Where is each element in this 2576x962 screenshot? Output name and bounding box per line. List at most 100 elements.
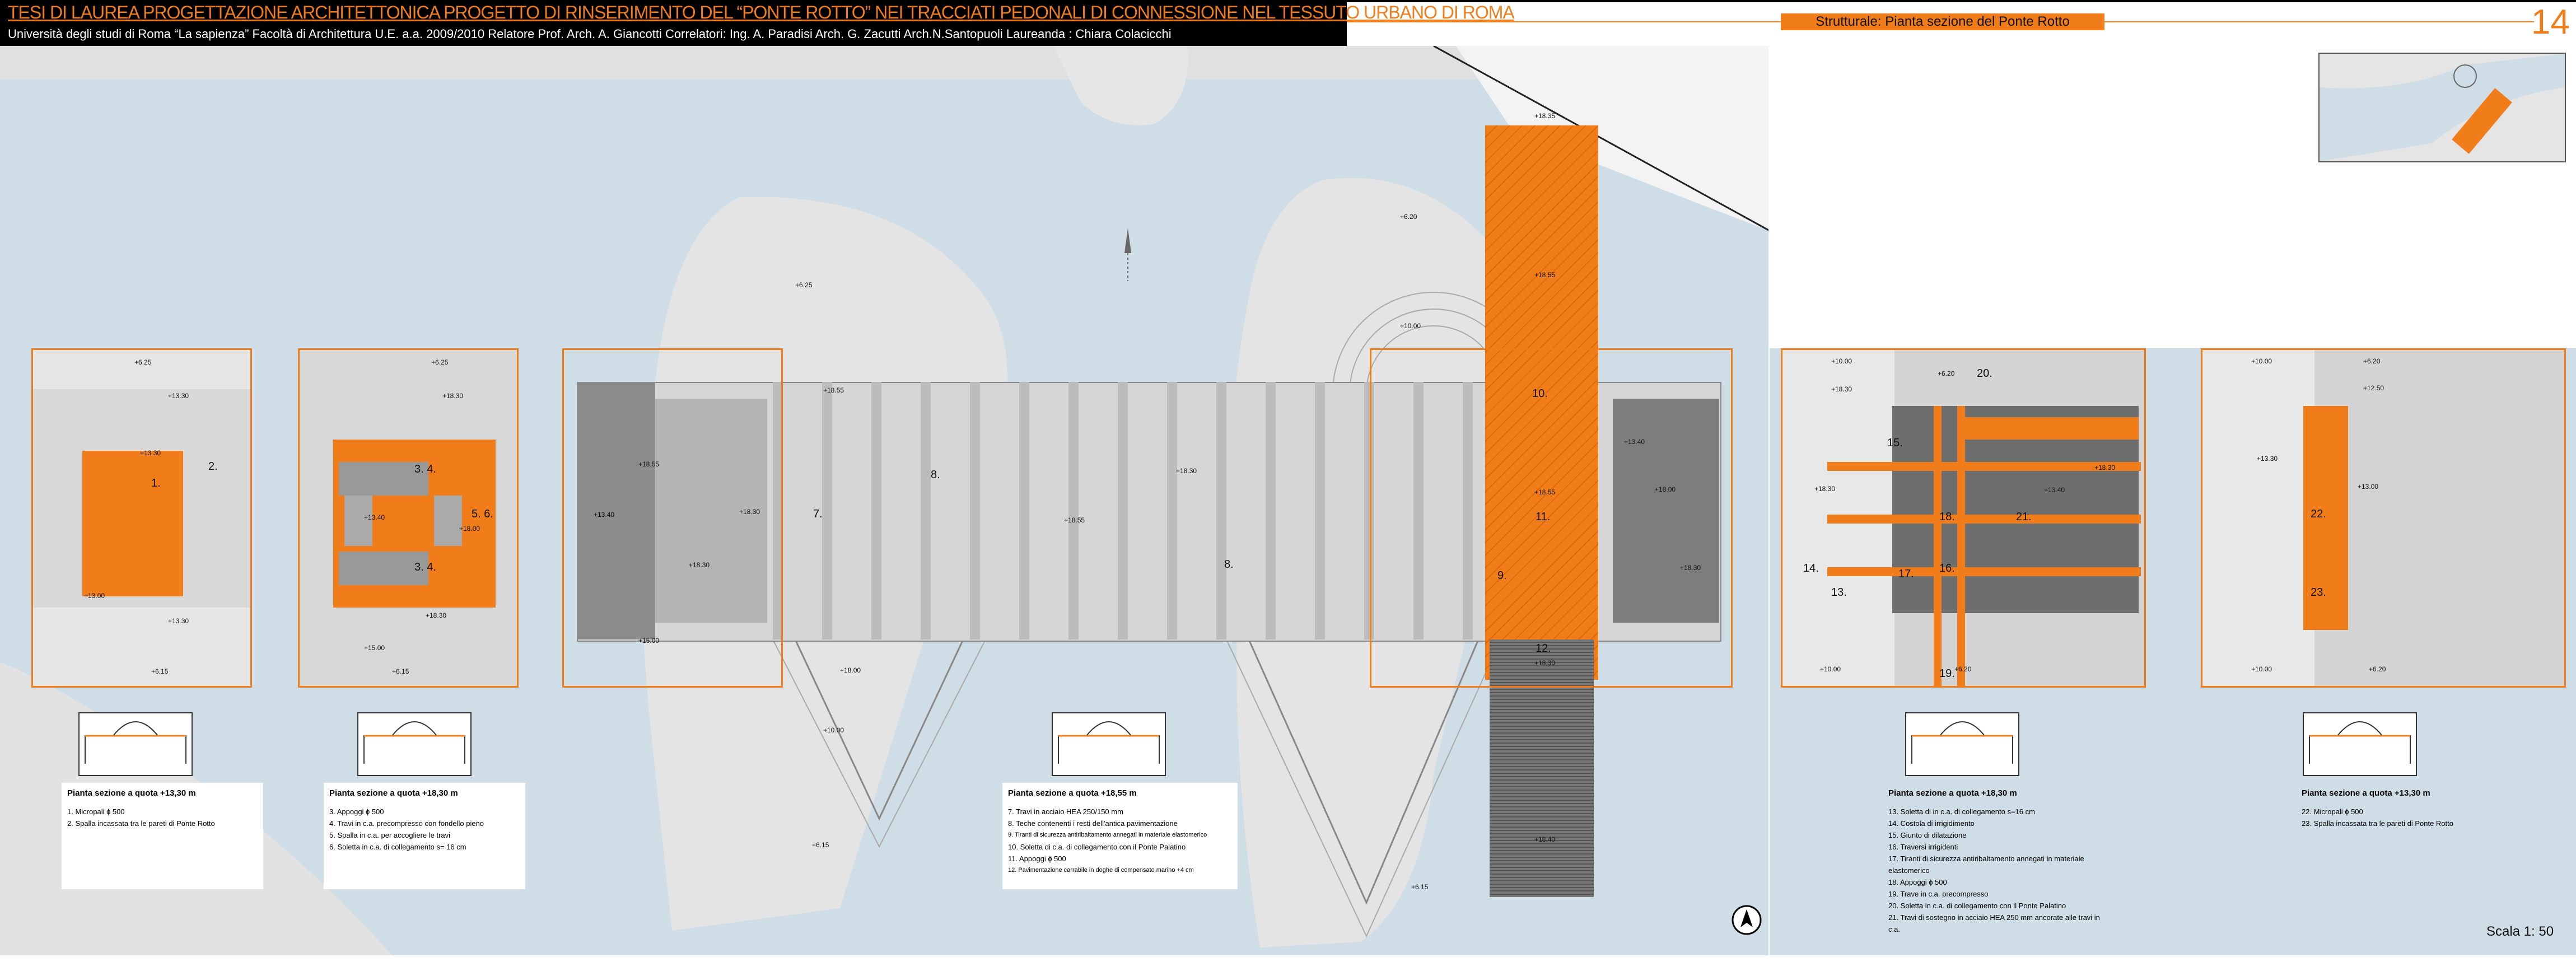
elev: +18.00 [459, 525, 480, 533]
label-8: 8. [931, 469, 940, 481]
elev: +13.30 [2257, 455, 2278, 463]
label-18: 18. [1939, 511, 1955, 523]
frame6-spalla [2303, 406, 2348, 630]
section-thumb-3 [1052, 712, 1166, 776]
deck-beam [822, 382, 832, 639]
frame1-bottom-wall [33, 608, 250, 686]
elev: +18.30 [426, 611, 447, 619]
ponte-palatino-slab [1485, 125, 1598, 680]
label-21: 21. [2016, 511, 2032, 523]
deck-beam [1413, 382, 1424, 639]
elev: +13.30 [168, 617, 189, 625]
legend-item: 10. Soletta di c.a. di collegamento con … [1008, 843, 1186, 851]
elev: +13.40 [364, 513, 385, 521]
legend-item: 15. Giunto di dilatazione [1888, 831, 1967, 839]
plan-drawing: 1. 2. 3. 4. 3. 4. 5. 6. 7. 8. 8. 9. 10. … [0, 46, 1770, 955]
deck-beam [773, 382, 783, 639]
section-thumb-1 [78, 712, 193, 776]
label-8b: 8. [1224, 558, 1234, 571]
elev: +18.00 [840, 666, 861, 674]
deck-beam [871, 382, 881, 639]
legend-item: 4. Travi in c.a. precompresso con fondel… [329, 819, 484, 828]
section-banner: Strutturale: Pianta sezione del Ponte Ro… [1781, 13, 2104, 30]
legend-title: Pianta sezione a quota +13,30 m [67, 788, 196, 798]
frame5-top-bar [1962, 417, 2139, 440]
right-panel: 20. 15. 18. 21. 14. 17. 16. 13. 19. 22. … [1770, 46, 2576, 955]
elev: +6.20 [2363, 357, 2381, 365]
scale-label: Scala 1: 50 [2486, 924, 2554, 939]
elev: +6.20 [1938, 370, 1955, 377]
compass-icon [1732, 905, 1762, 935]
label-17: 17. [1898, 568, 1914, 580]
label-12: 12. [1536, 642, 1551, 655]
label-1: 1. [151, 477, 161, 489]
abutment-slab-1 [82, 451, 183, 596]
elev: +18.35 [1534, 112, 1556, 120]
legend-item: 19. Trave in c.a. precompresso [1888, 890, 1989, 898]
elev: +13.00 [2358, 483, 2379, 491]
frame5-traverse-1 [1827, 462, 2141, 471]
legend-item: 9. Tiranti di sicurezza antiribaltamento… [1008, 832, 1207, 838]
elev: +6.15 [392, 667, 409, 675]
elev: +18.00 [1655, 485, 1676, 493]
label-3-4-bottom: 3. 4. [414, 561, 436, 573]
page-number: 14 [2531, 3, 2570, 41]
elev: +13.40 [594, 511, 615, 519]
label-2: 2. [208, 460, 218, 473]
label-15: 15. [1887, 437, 1903, 449]
legend-item: 2. Spalla incassata tra le pareti di Pon… [67, 819, 215, 828]
elev: +18.30 [1176, 467, 1197, 475]
section-thumb-5 [2303, 712, 2417, 776]
elev: +18.55 [823, 386, 844, 394]
elev: +6.15 [1411, 883, 1429, 891]
frame2-beam-top [339, 462, 428, 496]
elev: +18.30 [739, 508, 760, 516]
frame5-traverse-2 [1827, 515, 2141, 524]
label-11: 11. [1536, 511, 1551, 523]
legend-card-3: Pianta sezione a quota +18,55 m 7. Travi… [1002, 783, 1238, 889]
legend-item: 14. Costola di irrigidimento [1888, 819, 1975, 828]
label-23: 23. [2311, 586, 2326, 599]
deck-right-block [1613, 399, 1719, 623]
frame5-beam-2 [1957, 406, 1965, 686]
deck-beam [1463, 382, 1473, 639]
elev: +18.55 [638, 460, 660, 468]
deck-beam [1266, 382, 1276, 639]
label-19: 19. [1939, 667, 1955, 680]
legend-title: Pianta sezione a quota +18,55 m [1008, 788, 1137, 798]
legend-item: 3. Appoggi ɸ 500 [329, 807, 384, 816]
label-22: 22. [2311, 508, 2326, 520]
elev: +10.00 [823, 726, 844, 734]
section-thumb-4 [1905, 712, 2019, 776]
legend-item: 20. Soletta in c.a. di collegamento con … [1888, 902, 2066, 910]
frame2-bearing-r [434, 496, 462, 546]
legend-item: 13. Soletta di in c.a. di collegamento s… [1888, 807, 2035, 816]
abutment-left [577, 382, 655, 639]
detail-frame-1 [31, 348, 252, 688]
elev: +18.30 [1831, 385, 1852, 393]
frame5-beam-1 [1934, 406, 1942, 686]
frame2-bearing-l [344, 496, 372, 546]
legend-card-4: Pianta sezione a quota +18,30 m 13. Sole… [1883, 783, 2118, 962]
key-plan [2318, 53, 2566, 162]
legend-title: Pianta sezione a quota +13,30 m [2302, 788, 2430, 798]
legend-item: 21. Travi di sostegno in acciaio HEA 250… [1888, 913, 2100, 933]
header-bar: TESI DI LAUREA PROGETTAZIONE ARCHITETTON… [0, 0, 1515, 46]
elev: +13.30 [168, 392, 189, 400]
legend-item: 12. Pavimentazione carrabile in doghe di… [1008, 867, 1194, 874]
elev: +6.15 [151, 667, 169, 675]
elev: +12.50 [2363, 384, 2384, 392]
thesis-title: TESI DI LAUREA PROGETTAZIONE ARCHITETTON… [8, 2, 1515, 22]
frame6-wall [2202, 350, 2314, 686]
elev: +18.30 [1534, 659, 1556, 667]
label-10: 10. [1532, 387, 1548, 400]
elev: +6.25 [431, 358, 449, 366]
elev: +6.20 [1400, 213, 1417, 221]
elev: +15.00 [638, 637, 660, 645]
carriageway-decking [1490, 639, 1594, 897]
label-5-6: 5. 6. [472, 508, 493, 520]
elev: +10.00 [1820, 665, 1841, 673]
frame1-top-wall [33, 350, 250, 389]
elev: +6.25 [795, 281, 813, 289]
detail-frame-5 [1781, 348, 2146, 688]
